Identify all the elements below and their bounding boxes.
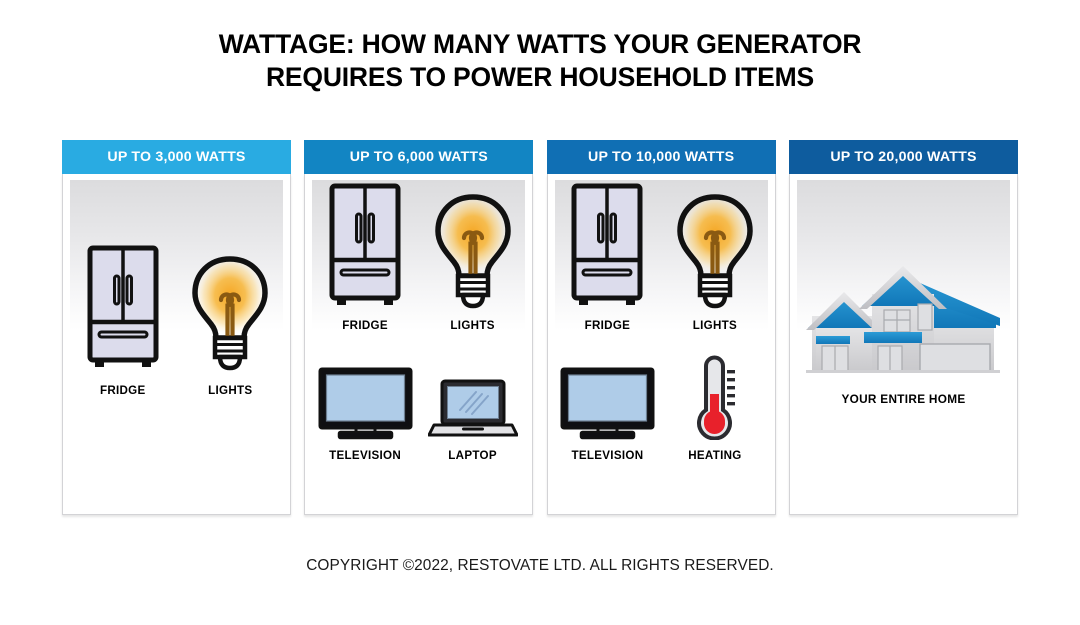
wattage-card: UP TO 10,000 WATTS FRIDGE LIGHTS bbox=[546, 140, 776, 515]
wattage-card: UP TO 6,000 WATTS FRIDGE LIGHTS bbox=[304, 140, 534, 515]
lightbulb-icon bbox=[434, 194, 511, 309]
fridge-icon-wrapper bbox=[86, 245, 160, 372]
laptop-icon bbox=[427, 379, 518, 437]
lightbulb-icon bbox=[677, 194, 753, 309]
card-items: YOUR ENTIRE HOME bbox=[790, 174, 1017, 514]
appliance-label: FRIDGE bbox=[342, 319, 388, 332]
card-items: FRIDGE LIGHTS TELEVISION bbox=[548, 174, 775, 514]
house-icon-wrapper bbox=[800, 250, 1006, 376]
appliance-label: TELEVISION bbox=[571, 449, 644, 462]
fridge-icon-wrapper bbox=[328, 183, 402, 310]
appliance-item: LIGHTS bbox=[661, 194, 769, 332]
copyright-notice: COPYRIGHT ©2022, RESTOVATE LTD. ALL RIGH… bbox=[306, 557, 774, 574]
fridge-icon bbox=[571, 183, 643, 305]
television-icon-wrapper bbox=[559, 356, 656, 440]
appliance-label: YOUR ENTIRE HOME bbox=[841, 392, 966, 406]
card-body: FRIDGE LIGHTS TELEVISION bbox=[546, 174, 776, 515]
lightbulb-icon-wrapper bbox=[674, 194, 756, 310]
appliance-label: LIGHTS bbox=[450, 319, 495, 332]
wattage-card: UP TO 20,000 WATTS bbox=[788, 140, 1018, 515]
appliance-item: LIGHTS bbox=[177, 250, 285, 397]
appliance-item: HEATING bbox=[661, 355, 769, 462]
appliance-label: LAPTOP bbox=[448, 449, 497, 462]
fridge-icon-wrapper bbox=[570, 183, 644, 310]
wattage-card: UP TO 3,000 WATTS FRIDGE LIGHTS bbox=[62, 140, 291, 515]
card-body: FRIDGE LIGHTS TELEVISION bbox=[304, 174, 534, 515]
appliance-item: FRIDGE bbox=[311, 183, 419, 332]
appliance-label: TELEVISION bbox=[329, 449, 402, 462]
appliance-item: LIGHTS bbox=[419, 194, 527, 332]
appliance-label: LIGHTS bbox=[692, 319, 738, 332]
appliance-item: LAPTOP bbox=[419, 356, 527, 462]
card-header: UP TO 6,000 WATTS bbox=[304, 140, 534, 174]
house-icon bbox=[806, 266, 1001, 373]
appliance-label: FRIDGE bbox=[584, 319, 631, 332]
appliance-item: FRIDGE bbox=[69, 245, 177, 397]
appliance-label: LIGHTS bbox=[208, 384, 253, 397]
television-icon bbox=[318, 367, 413, 440]
fridge-icon bbox=[329, 183, 401, 305]
thermometer-icon bbox=[696, 355, 735, 440]
page-title-line-2: REQUIRES TO POWER HOUSEHOLD ITEMS bbox=[266, 62, 814, 92]
card-header: UP TO 10,000 WATTS bbox=[546, 140, 776, 174]
card-items: FRIDGE LIGHTS bbox=[63, 174, 290, 514]
lightbulb-icon-wrapper bbox=[432, 194, 514, 310]
fridge-icon bbox=[87, 245, 159, 367]
card-items: FRIDGE LIGHTS TELEVISION bbox=[305, 174, 532, 514]
lightbulb-icon bbox=[192, 256, 268, 371]
appliance-item: FRIDGE bbox=[554, 183, 662, 332]
appliance-item: TELEVISION bbox=[554, 356, 662, 462]
appliance-label: HEATING bbox=[688, 449, 742, 462]
television-icon bbox=[560, 367, 655, 440]
appliance-label: FRIDGE bbox=[99, 384, 146, 397]
card-body: FRIDGE LIGHTS bbox=[62, 174, 291, 515]
lightbulb-icon-wrapper bbox=[189, 250, 271, 372]
card-header: UP TO 20,000 WATTS bbox=[788, 140, 1018, 174]
television-icon-wrapper bbox=[317, 356, 414, 440]
laptop-icon-wrapper bbox=[427, 356, 518, 440]
appliance-item: TELEVISION bbox=[311, 356, 419, 462]
page-title-line-1: WATTAGE: HOW MANY WATTS YOUR GENERATOR bbox=[218, 29, 862, 59]
page-title: WATTAGE: HOW MANY WATTS YOUR GENERATOR R… bbox=[0, 28, 1080, 94]
card-header: UP TO 3,000 WATTS bbox=[62, 140, 291, 174]
thermometer-icon-wrapper bbox=[688, 355, 742, 440]
appliance-item: YOUR ENTIRE HOME bbox=[796, 250, 1011, 406]
card-body: YOUR ENTIRE HOME bbox=[788, 174, 1018, 515]
